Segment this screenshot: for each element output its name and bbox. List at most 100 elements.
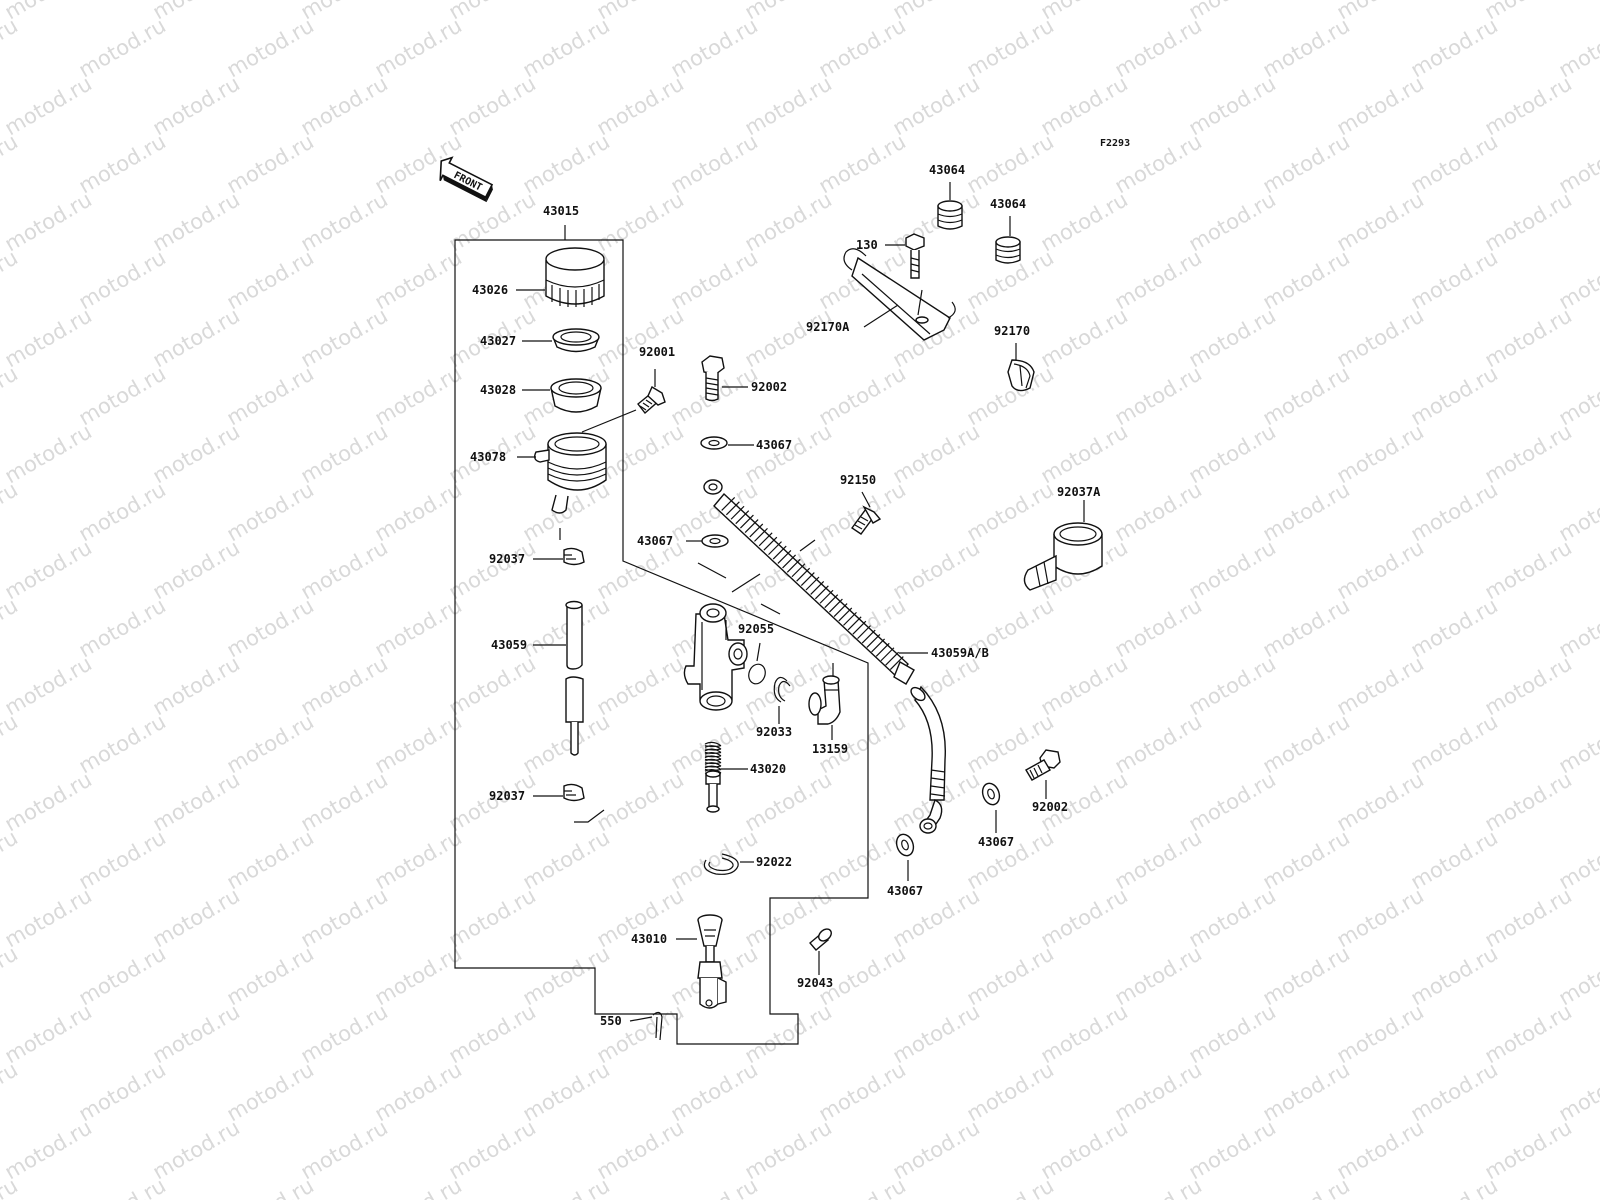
label-43059ab: 43059A/B — [931, 646, 989, 660]
label-92043: 92043 — [797, 976, 833, 990]
label-92055: 92055 — [738, 622, 774, 636]
label-92037-lower: 92037 — [489, 789, 525, 803]
watermark-text: motod.ru — [1481, 1115, 1576, 1184]
washer-43067-right — [981, 782, 1001, 806]
label-92170A: 92170A — [806, 320, 850, 334]
brake-hose-43059ab — [703, 479, 946, 834]
watermark-text: motod.ru — [667, 1173, 762, 1200]
label-92033: 92033 — [756, 725, 792, 739]
watermark-text: motod.ru — [1037, 303, 1132, 372]
label-13159: 13159 — [812, 742, 848, 756]
watermark-text: motod.ru — [667, 709, 762, 778]
label-43010: 43010 — [631, 932, 667, 946]
washer-43067-lower — [895, 833, 915, 857]
watermark-text: motod.ru — [1481, 767, 1576, 836]
watermark-text: motod.ru — [593, 1115, 688, 1184]
watermark-text: motod.ru — [445, 0, 540, 24]
assembly-outline — [454, 239, 869, 1045]
watermark-text: motod.ru — [1111, 593, 1206, 662]
watermark-text: motod.ru — [1, 535, 96, 604]
bolt-92001 — [637, 385, 666, 415]
label-43026: 43026 — [472, 283, 508, 297]
watermark-text: motod.ru — [223, 1057, 318, 1126]
watermark-text: motod.ru — [1037, 1115, 1132, 1184]
watermark-text: motod.ru — [1259, 1057, 1354, 1126]
watermark-text: motod.ru — [75, 709, 170, 778]
watermark-text: motod.ru — [1037, 999, 1132, 1068]
watermark-text: motod.ru — [1185, 767, 1280, 836]
watermark-text: motod.ru — [149, 419, 244, 488]
master-cylinder-body — [683, 603, 748, 711]
watermark-text: motod.ru — [1111, 245, 1206, 314]
watermark-text: motod.ru — [1185, 0, 1280, 24]
watermark-text: motod.ru — [297, 303, 392, 372]
label-43028: 43028 — [480, 383, 516, 397]
watermark-text: motod.ru — [297, 651, 392, 720]
watermark-text: motod.ru — [1111, 1057, 1206, 1126]
bolt-130 — [905, 233, 925, 279]
label-43064-left: 43064 — [929, 163, 965, 177]
label-43067-right: 43067 — [978, 835, 1014, 849]
watermark-text: motod.ru — [1111, 361, 1206, 430]
watermark-text: motod.ru — [1, 0, 96, 24]
label-92037A: 92037A — [1057, 485, 1101, 499]
watermark-text: motod.ru — [0, 941, 22, 1010]
label-92002-lower: 92002 — [1032, 800, 1068, 814]
watermark-text: motod.ru — [1185, 535, 1280, 604]
watermark-text: motod.ru — [1259, 1173, 1354, 1200]
watermark-text: motod.ru — [815, 1057, 910, 1126]
label-130: 130 — [856, 238, 878, 252]
watermark-text: motod.ru — [1481, 651, 1576, 720]
watermark-text: motod.ru — [371, 245, 466, 314]
watermark-text: motod.ru — [963, 13, 1058, 82]
watermark-text: motod.ru — [1407, 825, 1502, 894]
watermark-text: motod.ru — [889, 187, 984, 256]
watermark-text: motod.ru — [149, 0, 244, 24]
watermark-text: motod.ru — [1, 187, 96, 256]
watermark-text: motod.ru — [223, 1173, 318, 1200]
watermark-text: motod.ru — [1111, 477, 1206, 546]
watermark-text: motod.ru — [371, 477, 466, 546]
watermark-text: motod.ru — [1111, 941, 1206, 1010]
watermark-text: motod.ru — [1259, 245, 1354, 314]
watermark-text: motod.ru — [75, 1173, 170, 1200]
watermark-text: motod.ru — [297, 0, 392, 24]
label-92150: 92150 — [840, 473, 876, 487]
push-rod-43010 — [697, 914, 727, 1009]
watermark-text: motod.ru — [445, 651, 540, 720]
hose-clamp-92037-lower — [563, 783, 585, 802]
watermark-text: motod.ru — [149, 1115, 244, 1184]
watermark-text: motod.ru — [149, 71, 244, 140]
watermark-text: motod.ru — [371, 1057, 466, 1126]
watermark-text: motod.ru — [1481, 419, 1576, 488]
watermark-text: motod.ru — [1111, 825, 1206, 894]
watermark-text: motod.ru — [297, 71, 392, 140]
banjo-bolt-92002-lower — [1025, 749, 1061, 781]
watermark-text: motod.ru — [1037, 71, 1132, 140]
watermark-text: motod.ru — [593, 0, 688, 24]
label-43059: 43059 — [491, 638, 527, 652]
watermark-text: motod.ru — [297, 883, 392, 952]
watermark-text: motod.ru — [593, 187, 688, 256]
watermark-text: motod.ru — [1185, 883, 1280, 952]
washer-43067-upper — [700, 436, 728, 450]
watermark-text: motod.ru — [75, 245, 170, 314]
watermark-text: motod.ru — [445, 999, 540, 1068]
banjo-bolt-92002-upper — [701, 355, 725, 402]
watermark-text: motod.ru — [223, 709, 318, 778]
watermark-text: motod.ru — [1407, 1173, 1502, 1200]
watermark-text: motod.ru — [889, 71, 984, 140]
watermark-text: motod.ru — [667, 129, 762, 198]
watermark-text: motod.ru — [1, 767, 96, 836]
watermark-text: motod.ru — [519, 1057, 614, 1126]
watermark-text: motod.ru — [371, 13, 466, 82]
watermark-text: motod.ru — [75, 13, 170, 82]
watermark-text: motod.ru — [0, 1057, 22, 1126]
watermark-text: motod.ru — [1259, 593, 1354, 662]
watermark-text: motod.ru — [741, 303, 836, 372]
watermark-text: motod.ru — [223, 245, 318, 314]
watermark-text: motod.ru — [1407, 709, 1502, 778]
watermark-text: motod.ru — [1333, 767, 1428, 836]
